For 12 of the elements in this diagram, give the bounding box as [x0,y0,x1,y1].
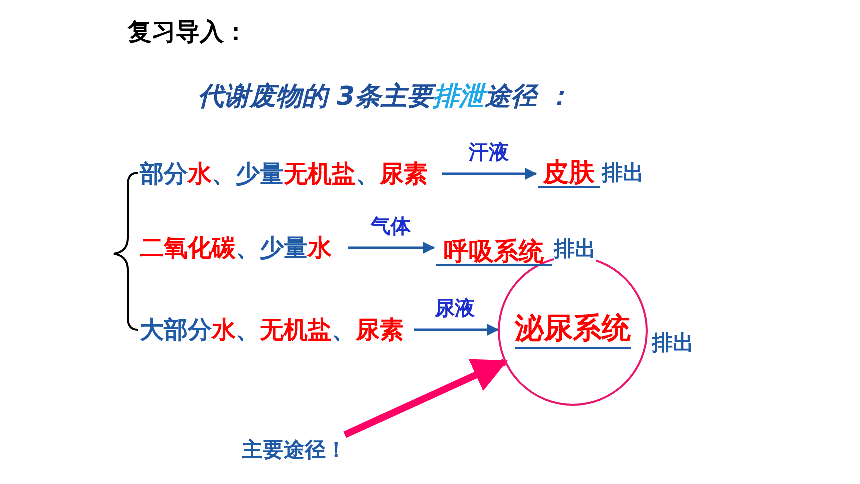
answer-blank: 呼吸系统 [436,228,552,266]
answer-blank: 皮肤 [538,152,600,188]
heading: 复习导入： [128,17,248,48]
subtitle: 代谢废物的 3条主要排泄途径 ： [198,81,572,114]
source-text: 二氧化碳、少量水 [140,232,346,264]
source-text: 大部分水、无机盐、尿素 [140,314,412,346]
arrow [442,168,538,180]
source-text: 部分水、少量无机盐、尿素 [140,158,440,190]
arrow [344,358,508,438]
arrow [348,242,436,254]
note-text: 主要途径！ [242,435,378,467]
arrow [414,324,500,336]
